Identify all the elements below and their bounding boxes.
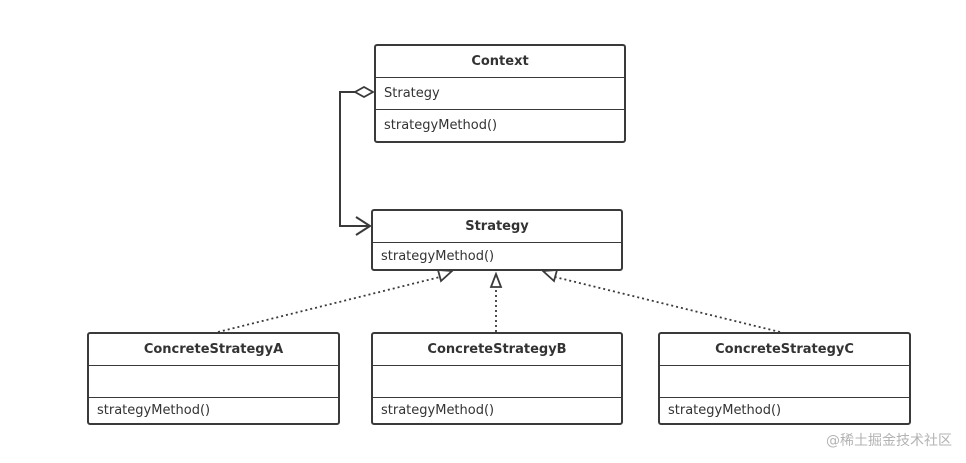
class-name: ConcreteStrategyC bbox=[715, 342, 854, 357]
aggregation-line bbox=[339, 91, 370, 227]
class-name: ConcreteStrategyA bbox=[143, 342, 284, 357]
class-attribute bbox=[89, 365, 338, 397]
class-concrete-strategy-c: ConcreteStrategyC strategyMethod() bbox=[658, 332, 911, 425]
class-concrete-strategy-a: ConcreteStrategyA strategyMethod() bbox=[87, 332, 340, 425]
aggregation-arrowhead bbox=[355, 216, 372, 236]
class-name: ConcreteStrategyB bbox=[427, 342, 567, 357]
realization-arrowhead-a bbox=[436, 269, 455, 283]
class-attribute bbox=[373, 365, 621, 397]
class-method: strategyMethod() bbox=[373, 242, 621, 269]
class-context: Context Strategy strategyMethod() bbox=[374, 44, 626, 143]
class-method: strategyMethod() bbox=[89, 397, 338, 423]
class-name: Context bbox=[471, 54, 529, 69]
class-attribute bbox=[660, 365, 909, 397]
class-attribute: Strategy bbox=[376, 77, 624, 109]
class-concrete-strategy-b: ConcreteStrategyB strategyMethod() bbox=[371, 332, 623, 425]
realization-arrowhead-b bbox=[489, 271, 503, 288]
realization-line-a bbox=[217, 276, 441, 333]
realization-line-c bbox=[554, 276, 781, 333]
class-method: strategyMethod() bbox=[376, 109, 624, 141]
class-strategy: Strategy strategyMethod() bbox=[371, 209, 623, 271]
aggregation-diamond bbox=[353, 85, 375, 99]
class-method: strategyMethod() bbox=[373, 397, 621, 423]
class-name: Strategy bbox=[465, 219, 529, 234]
realization-arrowhead-c bbox=[540, 269, 559, 283]
class-method: strategyMethod() bbox=[660, 397, 909, 423]
watermark: @稀土掘金技术社区 bbox=[826, 433, 952, 449]
